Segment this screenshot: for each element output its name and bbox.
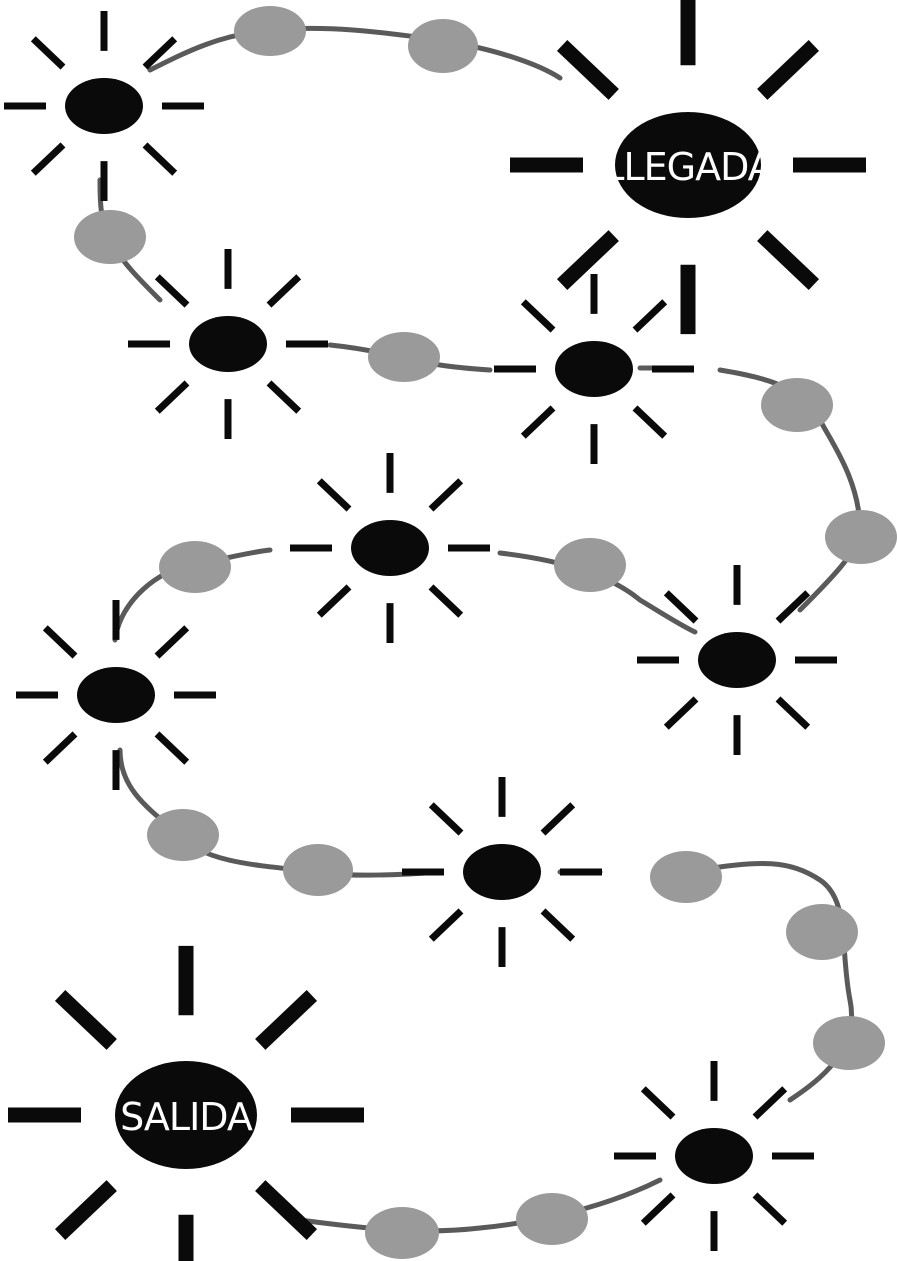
start-label: SALIDA <box>120 1095 253 1139</box>
gray-stone-icon <box>159 541 231 593</box>
start-sun: SALIDA <box>8 946 364 1261</box>
sun-ray <box>643 1089 673 1117</box>
sun-icon <box>555 341 633 397</box>
sun-ray <box>269 277 299 305</box>
gray-stone-icon <box>74 210 146 264</box>
sun-ray <box>562 236 614 285</box>
gray-stone-icon <box>825 510 897 564</box>
sun-ray <box>260 995 312 1044</box>
small-sun <box>637 565 837 755</box>
small-sun <box>128 249 328 439</box>
gray-stone-icon <box>813 1016 885 1070</box>
sun-ray <box>45 628 75 656</box>
sun-ray <box>45 734 75 762</box>
sun-ray <box>33 39 63 67</box>
gray-stone-icon <box>650 851 722 903</box>
gray-stone-icon <box>234 6 306 56</box>
finish-sun: LLEGADA <box>510 0 866 334</box>
sun-ray <box>755 1089 785 1117</box>
sun-ray <box>145 145 175 173</box>
gray-stone-icon <box>786 904 858 960</box>
gray-stone-icon <box>368 332 440 382</box>
sun-ray <box>431 911 461 939</box>
small-sun <box>290 453 490 643</box>
small-sun <box>16 600 216 790</box>
sun-ray <box>431 587 461 615</box>
sun-icon <box>65 78 143 134</box>
board-path <box>100 28 860 1231</box>
finish-label: LLEGADA <box>603 145 773 189</box>
sun-ray <box>157 734 187 762</box>
sun-ray <box>778 699 808 727</box>
sun-icon <box>463 844 541 900</box>
sun-ray <box>666 699 696 727</box>
sun-ray <box>523 302 553 330</box>
small-sun <box>4 11 204 201</box>
sun-icon <box>675 1128 753 1184</box>
sun-icon <box>351 520 429 576</box>
sun-ray <box>562 45 614 94</box>
sun-icon <box>77 667 155 723</box>
small-sun <box>494 274 694 464</box>
sun-ray <box>755 1195 785 1223</box>
sun-ray <box>523 408 553 436</box>
sun-ray <box>269 383 299 411</box>
gray-stone-icon <box>516 1193 588 1245</box>
sun-ray <box>60 1186 112 1235</box>
sun-ray <box>157 383 187 411</box>
sun-ray <box>635 302 665 330</box>
sun-ray <box>33 145 63 173</box>
sun-ray <box>157 628 187 656</box>
gray-stone-icon <box>761 378 833 432</box>
sun-ray <box>643 1195 673 1223</box>
gray-stone-icon <box>147 809 219 861</box>
small-sun <box>402 777 602 967</box>
gray-stone-icon <box>554 538 626 592</box>
sun-ray <box>60 995 112 1044</box>
gray-stone-icon <box>408 19 478 73</box>
sun-ray <box>543 911 573 939</box>
sun-ray <box>319 481 349 509</box>
sun-ray <box>260 1186 312 1235</box>
gray-stone-icon <box>283 844 353 896</box>
sun-ray <box>431 805 461 833</box>
sun-ray <box>762 236 814 285</box>
sun-ray <box>635 408 665 436</box>
sun-ray <box>319 587 349 615</box>
sun-icon <box>698 632 776 688</box>
sun-ray <box>431 481 461 509</box>
gray-stone-icon <box>365 1207 439 1259</box>
sun-icon <box>189 316 267 372</box>
small-sun <box>614 1061 814 1251</box>
sun-ray <box>543 805 573 833</box>
sun-ray <box>762 45 814 94</box>
